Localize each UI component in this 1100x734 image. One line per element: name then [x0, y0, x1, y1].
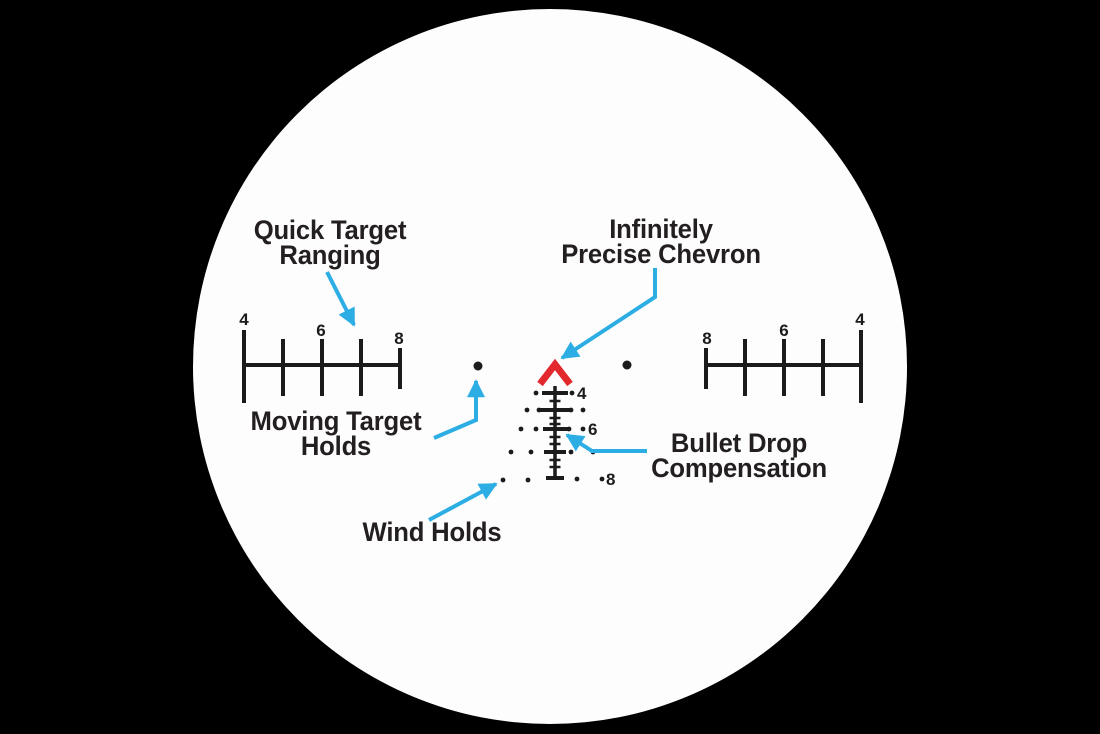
left-ranging-scale: 4 6 8: [239, 310, 404, 403]
right-scale-number-8: 8: [702, 329, 711, 348]
label-infinitely-precise-chevron: Infinitely Precise Chevron: [561, 214, 761, 269]
label-line: Bullet Drop: [670, 428, 808, 458]
right-ranging-scale: 8 6 4: [702, 310, 865, 403]
callout-arrow-moving-target-holds: [433, 379, 485, 440]
callout-arrow-wind-holds: [428, 482, 498, 522]
label-bullet-drop-compensation: Bullet Drop Compensation: [651, 428, 827, 483]
bdc-ladder: [540, 386, 570, 480]
left-scale-number-8: 8: [394, 329, 403, 348]
label-line: Compensation: [651, 453, 827, 483]
callout-arrow-infinitely-precise-chevron: [560, 268, 657, 360]
callout-arrow-quick-target-ranging: [325, 271, 356, 327]
label-line: Quick Target: [253, 215, 407, 245]
label-wind-holds: Wind Holds: [362, 517, 502, 547]
left-scale-number-6: 6: [316, 321, 325, 340]
label-line: Infinitely: [609, 214, 713, 244]
label-line: Precise Chevron: [561, 239, 761, 269]
label-moving-target-holds: Moving Target Holds: [250, 406, 422, 461]
label-quick-target-ranging: Quick Target Ranging: [253, 215, 407, 270]
bdc-numbers: 4 6 8: [577, 384, 615, 489]
bdc-number-8: 8: [606, 470, 615, 489]
right-scale-number-6: 6: [779, 321, 788, 340]
chevron-icon: [537, 358, 573, 387]
right-scale-number-4: 4: [855, 310, 865, 329]
bdc-number-6: 6: [588, 420, 597, 439]
label-line: Wind Holds: [362, 517, 502, 547]
left-scale-number-4: 4: [239, 310, 249, 329]
bdc-number-4: 4: [577, 384, 587, 403]
callout-arrow-bullet-drop-compensation: [565, 433, 647, 453]
label-line: Ranging: [279, 240, 381, 270]
label-line: Holds: [300, 431, 372, 461]
moving-target-dot-left: [473, 361, 483, 371]
label-line: Moving Target: [250, 406, 422, 436]
moving-target-dot-right: [622, 360, 632, 370]
